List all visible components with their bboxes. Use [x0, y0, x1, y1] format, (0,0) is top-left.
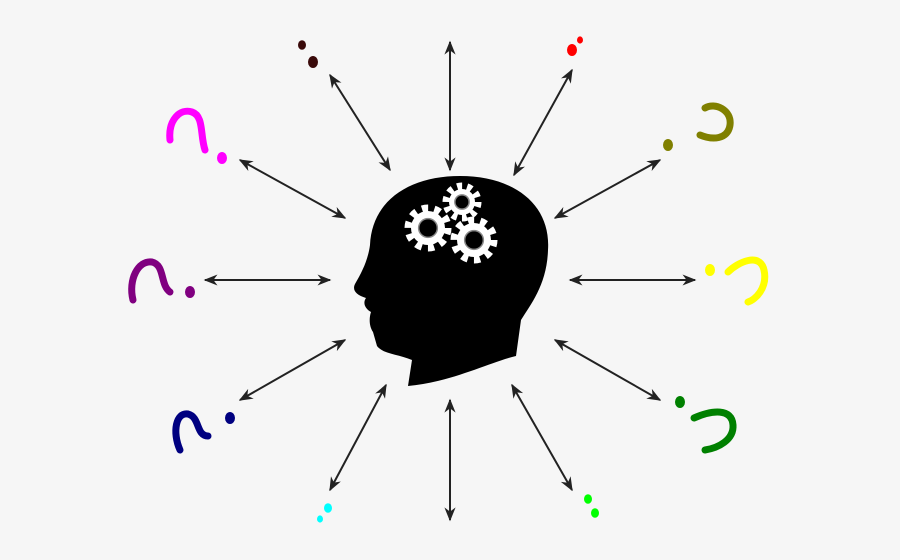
double-arrow-icon [511, 383, 573, 492]
double-arrow-icon [329, 383, 387, 492]
question-mark-icon-navy [172, 410, 235, 454]
gear-icon [404, 204, 452, 252]
arrows-group [203, 40, 697, 522]
double-arrow-icon [329, 73, 391, 172]
question-mark-icon-cyan [317, 503, 332, 523]
question-mark-icon-lime [584, 494, 599, 518]
question-marks-group [128, 36, 769, 523]
question-mark-icon-olive [663, 102, 734, 151]
double-arrow-icon [238, 159, 347, 219]
question-mark-icon-purple [128, 258, 195, 304]
double-arrow-icon [238, 339, 347, 401]
double-arrow-icon [553, 339, 662, 401]
double-arrow-icon [513, 68, 573, 177]
gears-group [404, 182, 498, 264]
head-silhouette-icon [354, 176, 549, 386]
double-arrow-icon [553, 159, 662, 219]
question-mark-icon-red [567, 36, 583, 56]
question-mark-icon-green [675, 396, 737, 454]
question-mark-icon-magenta [166, 107, 227, 164]
question-mark-icon-dark-brown [298, 40, 318, 68]
gear-icon [442, 182, 482, 222]
gear-icon [450, 216, 498, 264]
question-mark-icon-yellow [705, 256, 769, 306]
